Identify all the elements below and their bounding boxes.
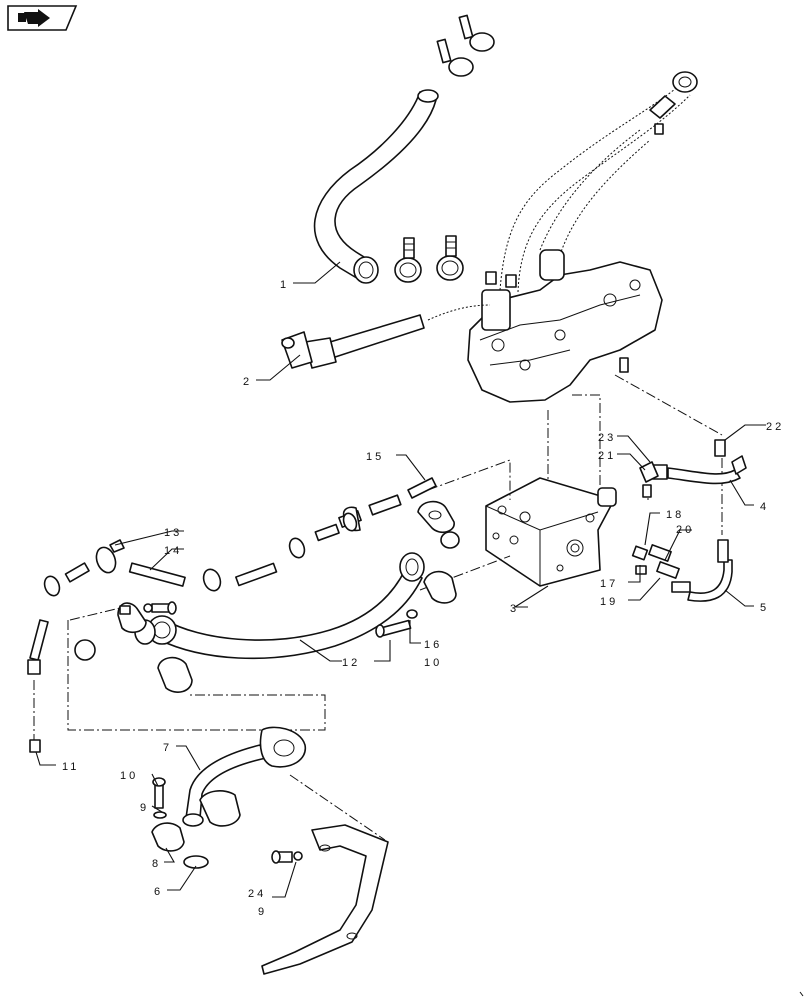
callout-9a: 9 [140,802,149,814]
fitting-11 [27,619,49,753]
corner-mark [799,991,804,997]
callout-17: 17 [600,578,618,590]
callout-8: 8 [152,858,161,870]
flange-clamp [417,500,455,534]
tube-14 [64,523,340,587]
tube-7 [182,726,306,827]
suction-hose-outline [499,71,698,293]
callout-12: 12 [342,657,360,669]
hose-1 [313,89,439,284]
alignment-line [289,774,386,841]
next-page-button[interactable] [7,5,78,31]
o-ring [74,639,96,661]
bolt [143,601,177,615]
callout-labels: 1 2 3 4 5 6 7 8 9 9 10 10 11 12 13 14 15… [62,279,784,918]
hose-clamp-13 [43,512,358,597]
fitting-21-23 [639,461,659,498]
flange-clamp [157,656,193,693]
callout-20: 20 [676,524,694,536]
callout-2: 2 [243,376,252,388]
bolt [271,850,303,864]
callout-1: 1 [280,279,289,291]
callout-11: 11 [62,761,79,773]
fitting-17-20 [631,544,680,579]
alignment-line [427,459,511,500]
alignment-line [419,555,511,591]
callout-15: 15 [366,451,384,463]
callout-10a: 10 [120,770,138,782]
alignment-line [67,620,326,731]
callout-4: 4 [760,501,769,513]
callout-13: 13 [164,527,182,539]
o-ring [183,855,209,869]
flange-clamp [199,790,241,827]
hose-2 [281,304,491,369]
alignment-line [614,374,723,436]
flange-clamp [423,570,457,604]
o-ring [440,531,460,549]
callout-24: 24 [248,888,266,900]
callout-21: 21 [598,450,616,462]
hose-clamp [436,235,464,281]
callout-3: 3 [510,603,519,615]
flange-clamp [151,822,185,852]
callout-22: 22 [766,421,784,433]
flange-clamp [117,602,147,634]
callout-16: 16 [424,639,442,651]
mounting-bracket [261,824,389,975]
hose-5 [671,539,733,602]
valve-block [485,477,617,587]
hose-clamp [436,38,474,77]
bolt [152,777,167,819]
callout-14: 14 [164,545,182,557]
alignment-line [572,394,601,485]
alignment-line [69,607,121,621]
callout-7: 7 [163,742,172,754]
hose-clamp [458,14,495,52]
callout-6: 6 [154,886,163,898]
hydraulic-pump [467,249,663,403]
callout-18: 18 [666,509,684,521]
callout-10b: 10 [424,657,442,669]
callout-9b: 9 [258,906,267,918]
callout-23: 23 [598,432,616,444]
hose-4 [652,439,747,485]
hose-12 [134,552,425,660]
bolt [375,609,418,638]
hose-clamp [394,237,422,283]
next-page-arrow-icon [18,9,50,27]
callout-5: 5 [760,602,769,614]
callout-19: 19 [600,596,618,608]
leader-lines [35,261,766,898]
